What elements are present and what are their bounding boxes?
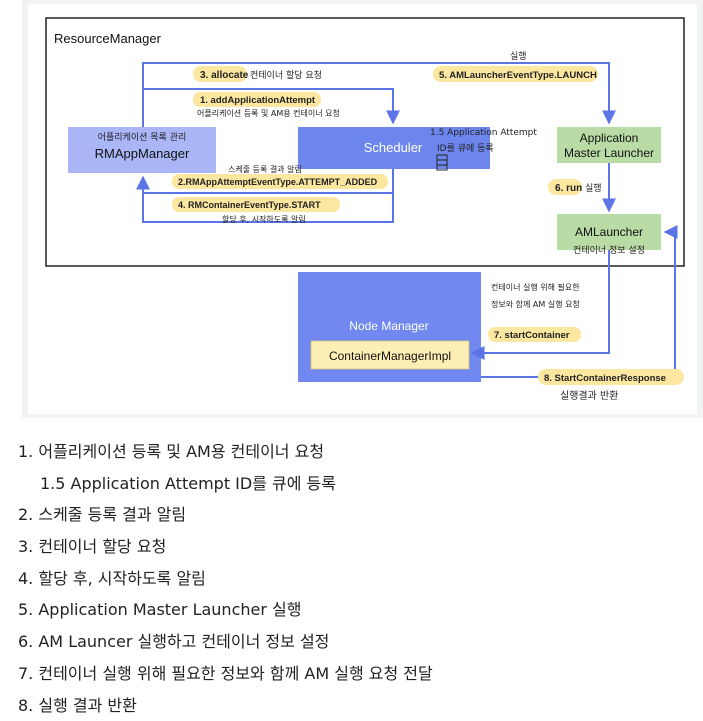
start-container-note-line1: 컨테이너 실행 위해 필요한 — [491, 282, 580, 292]
step-item: 1. 어플리케이션 등록 및 AM용 컨테이너 요청 — [18, 436, 433, 468]
allocate-label: 3. allocate — [200, 70, 249, 81]
step-list: 1. 어플리케이션 등록 및 AM용 컨테이너 요청 1.5 Applicati… — [18, 436, 433, 721]
step-item: 8. 실행 결과 반환 — [18, 690, 433, 721]
container-start-note: 할당 후, 시작하도록 알림 — [222, 214, 306, 224]
rm-app-manager-note: 어플리케이션 목록 관리 — [98, 132, 187, 143]
node-manager-title: Node Manager — [349, 319, 428, 333]
resource-manager-label: ResourceManager — [54, 31, 162, 46]
run-label: 6. run — [555, 183, 582, 194]
step-item: 4. 할당 후, 시작하도록 알림 — [18, 563, 433, 595]
start-container-response-label: 8. StartContainerResponse — [544, 373, 666, 384]
scheduler-note-line2: ID를 큐에 등록 — [437, 143, 494, 154]
start-container-label: 7. startContainer — [494, 330, 570, 341]
start-container-response-note: 실행결과 반환 — [560, 390, 618, 402]
start-container-note-line2: 정보와 함께 AM 실행 요청 — [491, 299, 580, 309]
step-item: 3. 컨테이너 할당 요청 — [18, 531, 433, 563]
add-application-attempt-label: 1. addApplicationAttempt — [200, 95, 316, 106]
step-item: 6. AM Launcer 실행하고 컨테이너 정보 설정 — [18, 626, 433, 658]
step-item: 5. Application Master Launcher 실행 — [18, 594, 433, 626]
step-item: 2. 스케줄 등록 결과 알림 — [18, 499, 433, 531]
container-start-label: 4. RMContainerEventType.START — [178, 200, 321, 210]
application-master-launcher-line1: Application — [580, 131, 639, 145]
launch-label: 5. AMLauncherEventType.LAUNCH — [439, 70, 597, 81]
attempt-added-note: 스케줄 등록 결과 알림 — [228, 164, 302, 174]
step-item: 7. 컨테이너 실행 위해 필요한 정보와 함께 AM 실행 요청 전달 — [18, 658, 433, 690]
step-item: 1.5 Application Attempt ID를 큐에 등록 — [18, 468, 433, 500]
scheduler-title: Scheduler — [364, 140, 423, 155]
add-application-attempt-note: 어플리케이션 등록 및 AM용 컨테이너 요청 — [197, 108, 340, 118]
am-launcher-title: AMLauncher — [575, 225, 643, 239]
rm-app-manager-title: RMAppManager — [95, 146, 190, 161]
application-master-launcher-line2: Master Launcher — [564, 146, 654, 160]
scheduler-note-line1: 1.5 Application Attempt — [430, 128, 537, 138]
allocate-note: 컨테이너 할당 요청 — [250, 70, 322, 81]
run-note: 실행 — [585, 182, 602, 194]
attempt-added-label: 2.RMAppAttemptEventType.ATTEMPT_ADDED — [178, 177, 378, 187]
container-manager-title: ContainerManagerImpl — [329, 349, 451, 363]
launch-note: 실행 — [510, 50, 527, 62]
yarn-am-launch-diagram: ResourceManager 어플리케이션 목록 관리 RMAppManage… — [0, 0, 703, 418]
